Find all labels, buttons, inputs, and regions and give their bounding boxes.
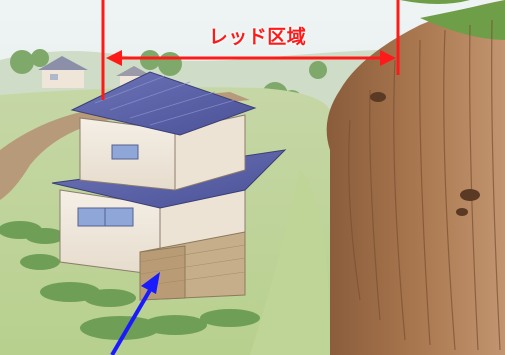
cliff-face <box>326 0 505 355</box>
red-zone-label: レッド区域 <box>208 26 307 48</box>
red-zone-marker <box>101 0 400 100</box>
cliff-top-grass <box>400 0 505 40</box>
arrow-right-icon <box>380 50 396 66</box>
distant-house-icon <box>38 56 88 88</box>
hedges <box>0 221 260 340</box>
pointer-arrow-icon <box>110 272 160 355</box>
slope-base <box>250 170 330 355</box>
cliff-striations <box>348 19 501 351</box>
road <box>0 92 250 200</box>
arrow-left-icon <box>106 50 122 66</box>
falling-rocks <box>370 92 480 216</box>
